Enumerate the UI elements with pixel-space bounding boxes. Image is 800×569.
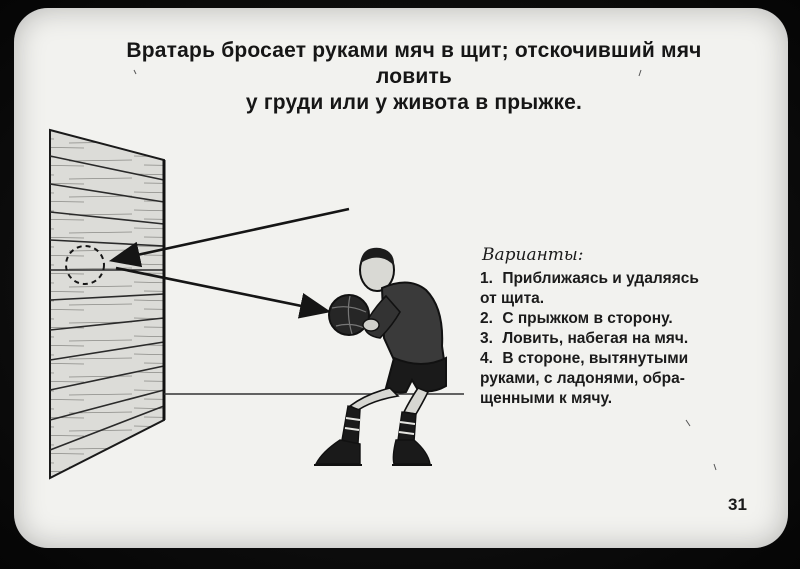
variant-text: Ловить, набегая на мяч. [502, 330, 689, 347]
throw-arrow [108, 207, 350, 268]
variant-number: 3. [480, 330, 493, 347]
goalkeeper-figure [314, 247, 447, 466]
variant-item-3: 3. Ловить, набегая на мяч. [464, 329, 754, 349]
illustration [49, 69, 717, 480]
variant-item-4: 4. В стороне, вытянутыми руками, с ладон… [464, 349, 754, 409]
target-circle [65, 245, 105, 285]
film-specks [133, 69, 717, 471]
variant-text: щенными к мячу. [480, 390, 613, 407]
variant-text: В стороне, вытянутыми [502, 350, 689, 367]
variant-text: С прыжком в сторону. [502, 310, 673, 327]
slide-title: Вратарь бросает руками мяч в щит; отскоч… [94, 38, 734, 116]
variant-item-2: 2. С прыжком в сторону. [464, 309, 754, 329]
variant-number: 4. [480, 350, 493, 367]
title-line-2: у груди или у живота в прыжке. [245, 91, 583, 114]
variant-text: от щита. [480, 290, 545, 307]
variant-number: 2. [480, 310, 493, 327]
slide: Вратарь бросает руками мяч в щит; отскоч… [14, 8, 788, 548]
variant-text: руками, с ладонями, обра- [480, 370, 685, 387]
variants-block: Варианты: 1. Приближаясь и удаляясь от щ… [464, 245, 754, 409]
page-number: 31 [728, 495, 747, 514]
variants-heading: Варианты: [482, 245, 584, 265]
variant-text: Приближаясь и удаляясь [502, 270, 699, 287]
wooden-wall [49, 128, 166, 480]
variant-item-1: 1. Приближаясь и удаляясь от щита. [464, 269, 754, 309]
variants-list: 1. Приближаясь и удаляясь от щита. 2. С … [464, 269, 754, 409]
rebound-arrow [115, 266, 332, 319]
title-line-1: Вратарь бросает руками мяч в щит; отскоч… [126, 39, 702, 88]
variant-number: 1. [480, 270, 493, 287]
